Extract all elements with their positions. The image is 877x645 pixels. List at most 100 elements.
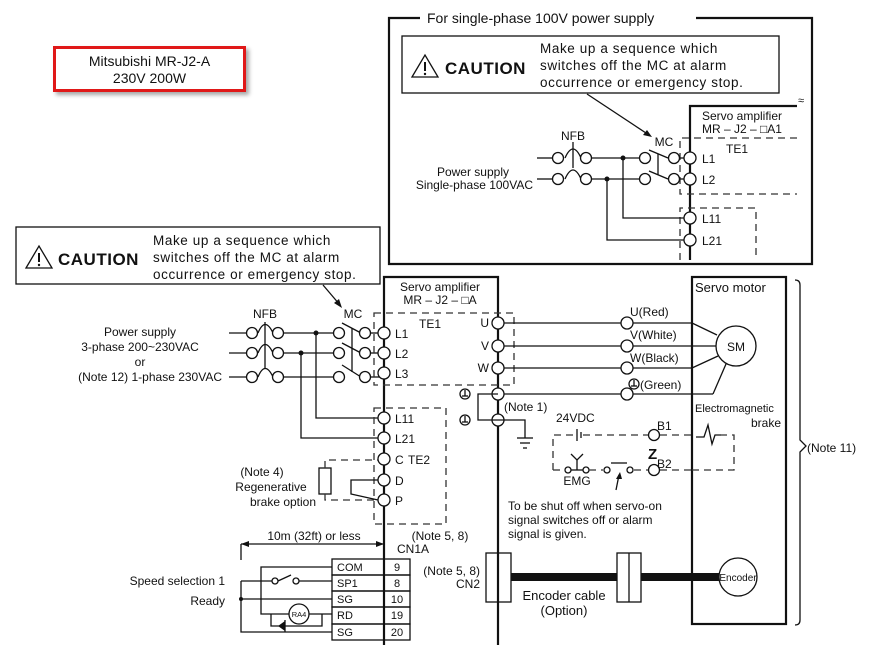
term-l3: L3 xyxy=(395,367,409,381)
servo-motor-title: Servo motor xyxy=(695,280,766,295)
single-phase-caution-word: CAUTION xyxy=(445,59,526,78)
nfb-label: NFB xyxy=(253,307,277,321)
diode-icon xyxy=(278,621,285,631)
regen-note: (Note 4) xyxy=(240,465,283,479)
sp-terminal-l1: L1 xyxy=(702,152,716,166)
power-input-terminals xyxy=(245,326,372,384)
io-signal-3: RD xyxy=(337,610,353,622)
term-w: W xyxy=(478,361,490,375)
b1-label: B1 xyxy=(657,419,672,433)
wire-v-white: V(White) xyxy=(630,328,677,342)
term-p: P xyxy=(395,494,403,508)
single-phase-amp-title2: MR – J2 – □A1 xyxy=(702,122,782,136)
power-line-2: 3-phase 200~230VAC xyxy=(81,340,199,354)
model-title-box: Mitsubishi MR-J2-A 230V 200W xyxy=(53,46,246,92)
note1-label: (Note 1) xyxy=(504,400,547,414)
single-phase-panel-frame xyxy=(387,16,814,266)
model-title-line1: Mitsubishi MR-J2-A xyxy=(88,53,211,69)
mc-label: MC xyxy=(344,307,363,321)
term-u: U xyxy=(480,316,489,330)
main-caution-box xyxy=(15,226,381,285)
encoder-cable: Encoder cable (Option) xyxy=(485,552,719,618)
term-v: V xyxy=(481,339,489,353)
resistor-icon xyxy=(318,467,332,495)
amp-title-1: Servo amplifier xyxy=(400,280,480,294)
z-label: Z xyxy=(648,446,657,463)
io-signal-4: SG xyxy=(337,627,353,639)
main-caution-line3: occurrence or emergency stop. xyxy=(153,267,357,282)
io-pin-4: 20 xyxy=(391,627,403,639)
encoder-cable-label-2: (Option) xyxy=(541,603,588,618)
cn2-note: (Note 5, 8) xyxy=(423,564,480,578)
single-phase-panel: For single-phase 100V power supply CAUTI… xyxy=(387,10,814,266)
power-line-3: or xyxy=(135,355,146,369)
io-pin-2: 10 xyxy=(391,594,403,606)
main-caution-line2: switches off the MC at alarm xyxy=(153,250,340,265)
single-phase-mc-label: MC xyxy=(655,135,674,149)
sm-label: SM xyxy=(727,340,745,354)
sp1-switch-icon xyxy=(277,574,292,582)
single-phase-supply-2: Single-phase 100VAC xyxy=(416,178,534,192)
motor-wires: U(Red) V(White) W(Black) (Green) xyxy=(504,305,713,401)
emg-switch-icon xyxy=(570,453,584,461)
b2-label: B2 xyxy=(657,457,672,471)
brake-label-2: brake xyxy=(751,416,781,430)
main-caution-line1: Make up a sequence which xyxy=(153,233,331,248)
single-phase-amp-frame xyxy=(688,104,797,260)
servo-motor: Servo motor SM Electromagnetic brake Enc… xyxy=(690,275,856,626)
note11-label: (Note 11) xyxy=(807,441,856,455)
brake-circuit: 24VDC B1 Z B2 EMG To be shut off when se… xyxy=(508,411,692,541)
ground-icon xyxy=(459,388,471,400)
amp-te1: TE1 xyxy=(419,317,441,331)
ground-icon xyxy=(459,414,471,426)
term-l2: L2 xyxy=(395,347,409,361)
encoder-cable-label-1: Encoder cable xyxy=(522,588,605,603)
main-caution-word: CAUTION xyxy=(58,250,139,269)
term-d: D xyxy=(395,474,404,488)
regen-line-2: Regenerative xyxy=(235,480,307,494)
wire-w-black: W(Black) xyxy=(630,351,679,365)
single-phase-te1: TE1 xyxy=(726,142,748,156)
regen-line-3: brake option xyxy=(250,495,316,509)
single-phase-caution-box xyxy=(401,35,780,94)
term-l21: L21 xyxy=(395,432,415,446)
ground-icon xyxy=(628,378,640,390)
emg-label: EMG xyxy=(563,474,590,488)
brake-coil-icon xyxy=(696,422,721,447)
note11-brace xyxy=(794,279,807,626)
encoder-label: Encoder xyxy=(719,573,757,584)
servo-motor-frame xyxy=(690,275,788,626)
brake-note-1: To be shut off when servo-on xyxy=(508,499,662,513)
sp-terminal-l2: L2 xyxy=(702,173,716,187)
warning-triangle-icon xyxy=(24,244,54,269)
wire-ground-green: (Green) xyxy=(640,378,681,392)
power-input: Power supply 3-phase 200~230VAC or (Note… xyxy=(78,307,380,439)
io-pin-3: 19 xyxy=(391,610,403,622)
term-c: C xyxy=(395,453,404,467)
speed-selection-label: Speed selection 1 xyxy=(130,574,226,588)
io-pin-0: 9 xyxy=(394,562,400,574)
io-signal-1: SP1 xyxy=(337,578,358,590)
term-l11: L11 xyxy=(395,412,414,426)
power-line-1: Power supply xyxy=(104,325,176,339)
brake-label-1: Electromagnetic xyxy=(695,403,774,415)
servo-amplifier: Servo amplifier MR – J2 – □A TE1 L1 L2 L… xyxy=(373,275,547,645)
single-phase-caution-line3: occurrence or emergency stop. xyxy=(540,75,744,90)
io-signal-0: COM xyxy=(337,562,363,574)
brake-note-2: signal switches off or alarm xyxy=(508,513,653,527)
cn1a-note: (Note 5, 8) xyxy=(412,529,469,543)
cn1a-io: 10m (32ft) or less COM SP1 SG RD SG 9 8 … xyxy=(130,529,411,641)
single-phase-heading: For single-phase 100V power supply xyxy=(427,10,654,26)
cable-length-label: 10m (32ft) or less xyxy=(267,529,360,543)
ready-label: Ready xyxy=(190,594,225,608)
break-mark: ≈ xyxy=(798,95,804,107)
single-phase-terminals xyxy=(551,151,697,247)
single-phase-caution-line2: switches off the MC at alarm xyxy=(540,58,727,73)
power-line-4: (Note 12) 1-phase 230VAC xyxy=(78,370,222,384)
io-pin-1: 8 xyxy=(394,578,400,590)
amp-title-2: MR – J2 – □A xyxy=(403,293,476,307)
single-phase-amp-title1: Servo amplifier xyxy=(702,109,782,123)
term-l1: L1 xyxy=(395,327,409,341)
regenerative-brake: (Note 4) Regenerative brake option xyxy=(235,459,379,509)
